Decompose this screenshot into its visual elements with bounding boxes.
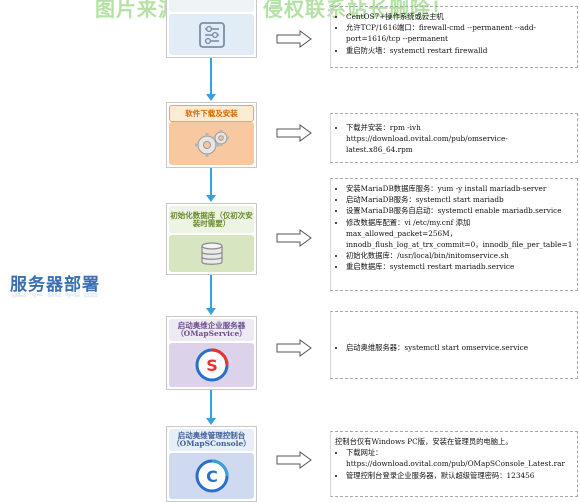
detail-item: 重启防火墙：systemctl restart firewalld (346, 45, 573, 56)
step-detail-box: 下载并安装：rpm -ivh https://download.ovital.c… (330, 113, 578, 163)
step-detail-box: CentOS7+操作系统或云主机 允许TCP/1616端口：firewall-c… (330, 6, 578, 68)
svg-text:C: C (206, 467, 218, 486)
detail-item: 允许TCP/1616端口：firewall-cmd --permanent --… (346, 22, 573, 44)
connector-arrowhead (206, 418, 216, 425)
detail-item: 启动MariaDB服务：systemctl start mariadb (346, 194, 573, 205)
step-title: 启动奥维管理控制台（OMapSConsole） (169, 429, 254, 451)
detail-item: 初始化数据库：/usr/local/bin/initomservice.sh (346, 250, 573, 261)
connector-line (210, 167, 212, 195)
detail-item: 下载并安装：rpm -ivh https://download.ovital.c… (346, 122, 573, 156)
detail-item: 设置MariaDB服务自启动：systemctl enable mariadb.… (346, 205, 573, 216)
detail-item: 重启数据库：systemctl restart mariadb.service (346, 261, 573, 272)
step-detail-box: 控制台仅有Windows PC版，安装在管理员的电脑上。 下载网址：https:… (330, 431, 578, 497)
step-card-database: 初始化数据库（仅初次安装时需要） (166, 203, 257, 275)
step-title: 启动奥维企业服务器（OMapService） (169, 319, 254, 341)
section-title: 服务器部署 (10, 275, 100, 295)
connector-arrowhead (206, 308, 216, 315)
right-arrow-icon (276, 30, 312, 48)
gears-icon (194, 129, 229, 157)
omap-console-logo-icon: C (195, 459, 228, 493)
step-icon-panel: C (169, 453, 254, 499)
step-icon-panel: S (169, 343, 254, 387)
right-arrow-icon (276, 451, 312, 469)
svg-text:S: S (206, 356, 218, 375)
step-title: 软件下载及安装 (169, 105, 254, 122)
connector-arrowhead (206, 94, 216, 101)
step-icon-panel (169, 235, 254, 272)
section-title-reflection: 服务器部署 (10, 293, 100, 303)
connector-line (210, 274, 212, 308)
step-detail-box: 启动奥维服务器：systemctl start omservice.servic… (330, 311, 578, 379)
settings-sliders-icon (198, 21, 225, 48)
right-arrow-icon (276, 124, 312, 142)
detail-item: 启动奥维服务器：systemctl start omservice.servic… (346, 342, 573, 353)
detail-item: CentOS7+操作系统或云主机 (346, 11, 573, 22)
omap-service-logo-icon: S (195, 348, 228, 382)
step-title: 初始化数据库（仅初次安装时需要） (169, 206, 254, 233)
step-icon-panel (169, 122, 254, 165)
step-detail-box: 安装MariaDB数据库服务：yum -y install mariadb-se… (330, 178, 578, 291)
detail-item: 下载网址：https://download.ovital.com/pub/OMa… (346, 447, 573, 469)
step-title (169, 0, 254, 12)
connector-line (210, 57, 212, 94)
step-card-install: 软件下载及安装 (166, 102, 257, 168)
detail-item: 管理控制台登录企业服务器，默认超级管理密码：123456 (346, 470, 573, 481)
detail-item: 安装MariaDB数据库服务：yum -y install mariadb-se… (346, 183, 573, 194)
connector-arrowhead (206, 195, 216, 202)
connector-line (210, 389, 212, 418)
step-card-omapservice: 启动奥维企业服务器（OMapService） S (166, 316, 257, 390)
step-card-os (166, 0, 257, 58)
detail-intro: 控制台仅有Windows PC版，安装在管理员的电脑上。 (335, 437, 513, 446)
step-icon-panel (169, 14, 254, 55)
right-arrow-icon (276, 229, 312, 247)
detail-item: 修改数据库配置：vi /etc/my.cnf 添加max_allowed_pac… (346, 217, 573, 251)
database-icon (200, 241, 223, 265)
right-arrow-icon (276, 339, 312, 357)
step-card-console: 启动奥维管理控制台（OMapSConsole） C (166, 426, 257, 502)
